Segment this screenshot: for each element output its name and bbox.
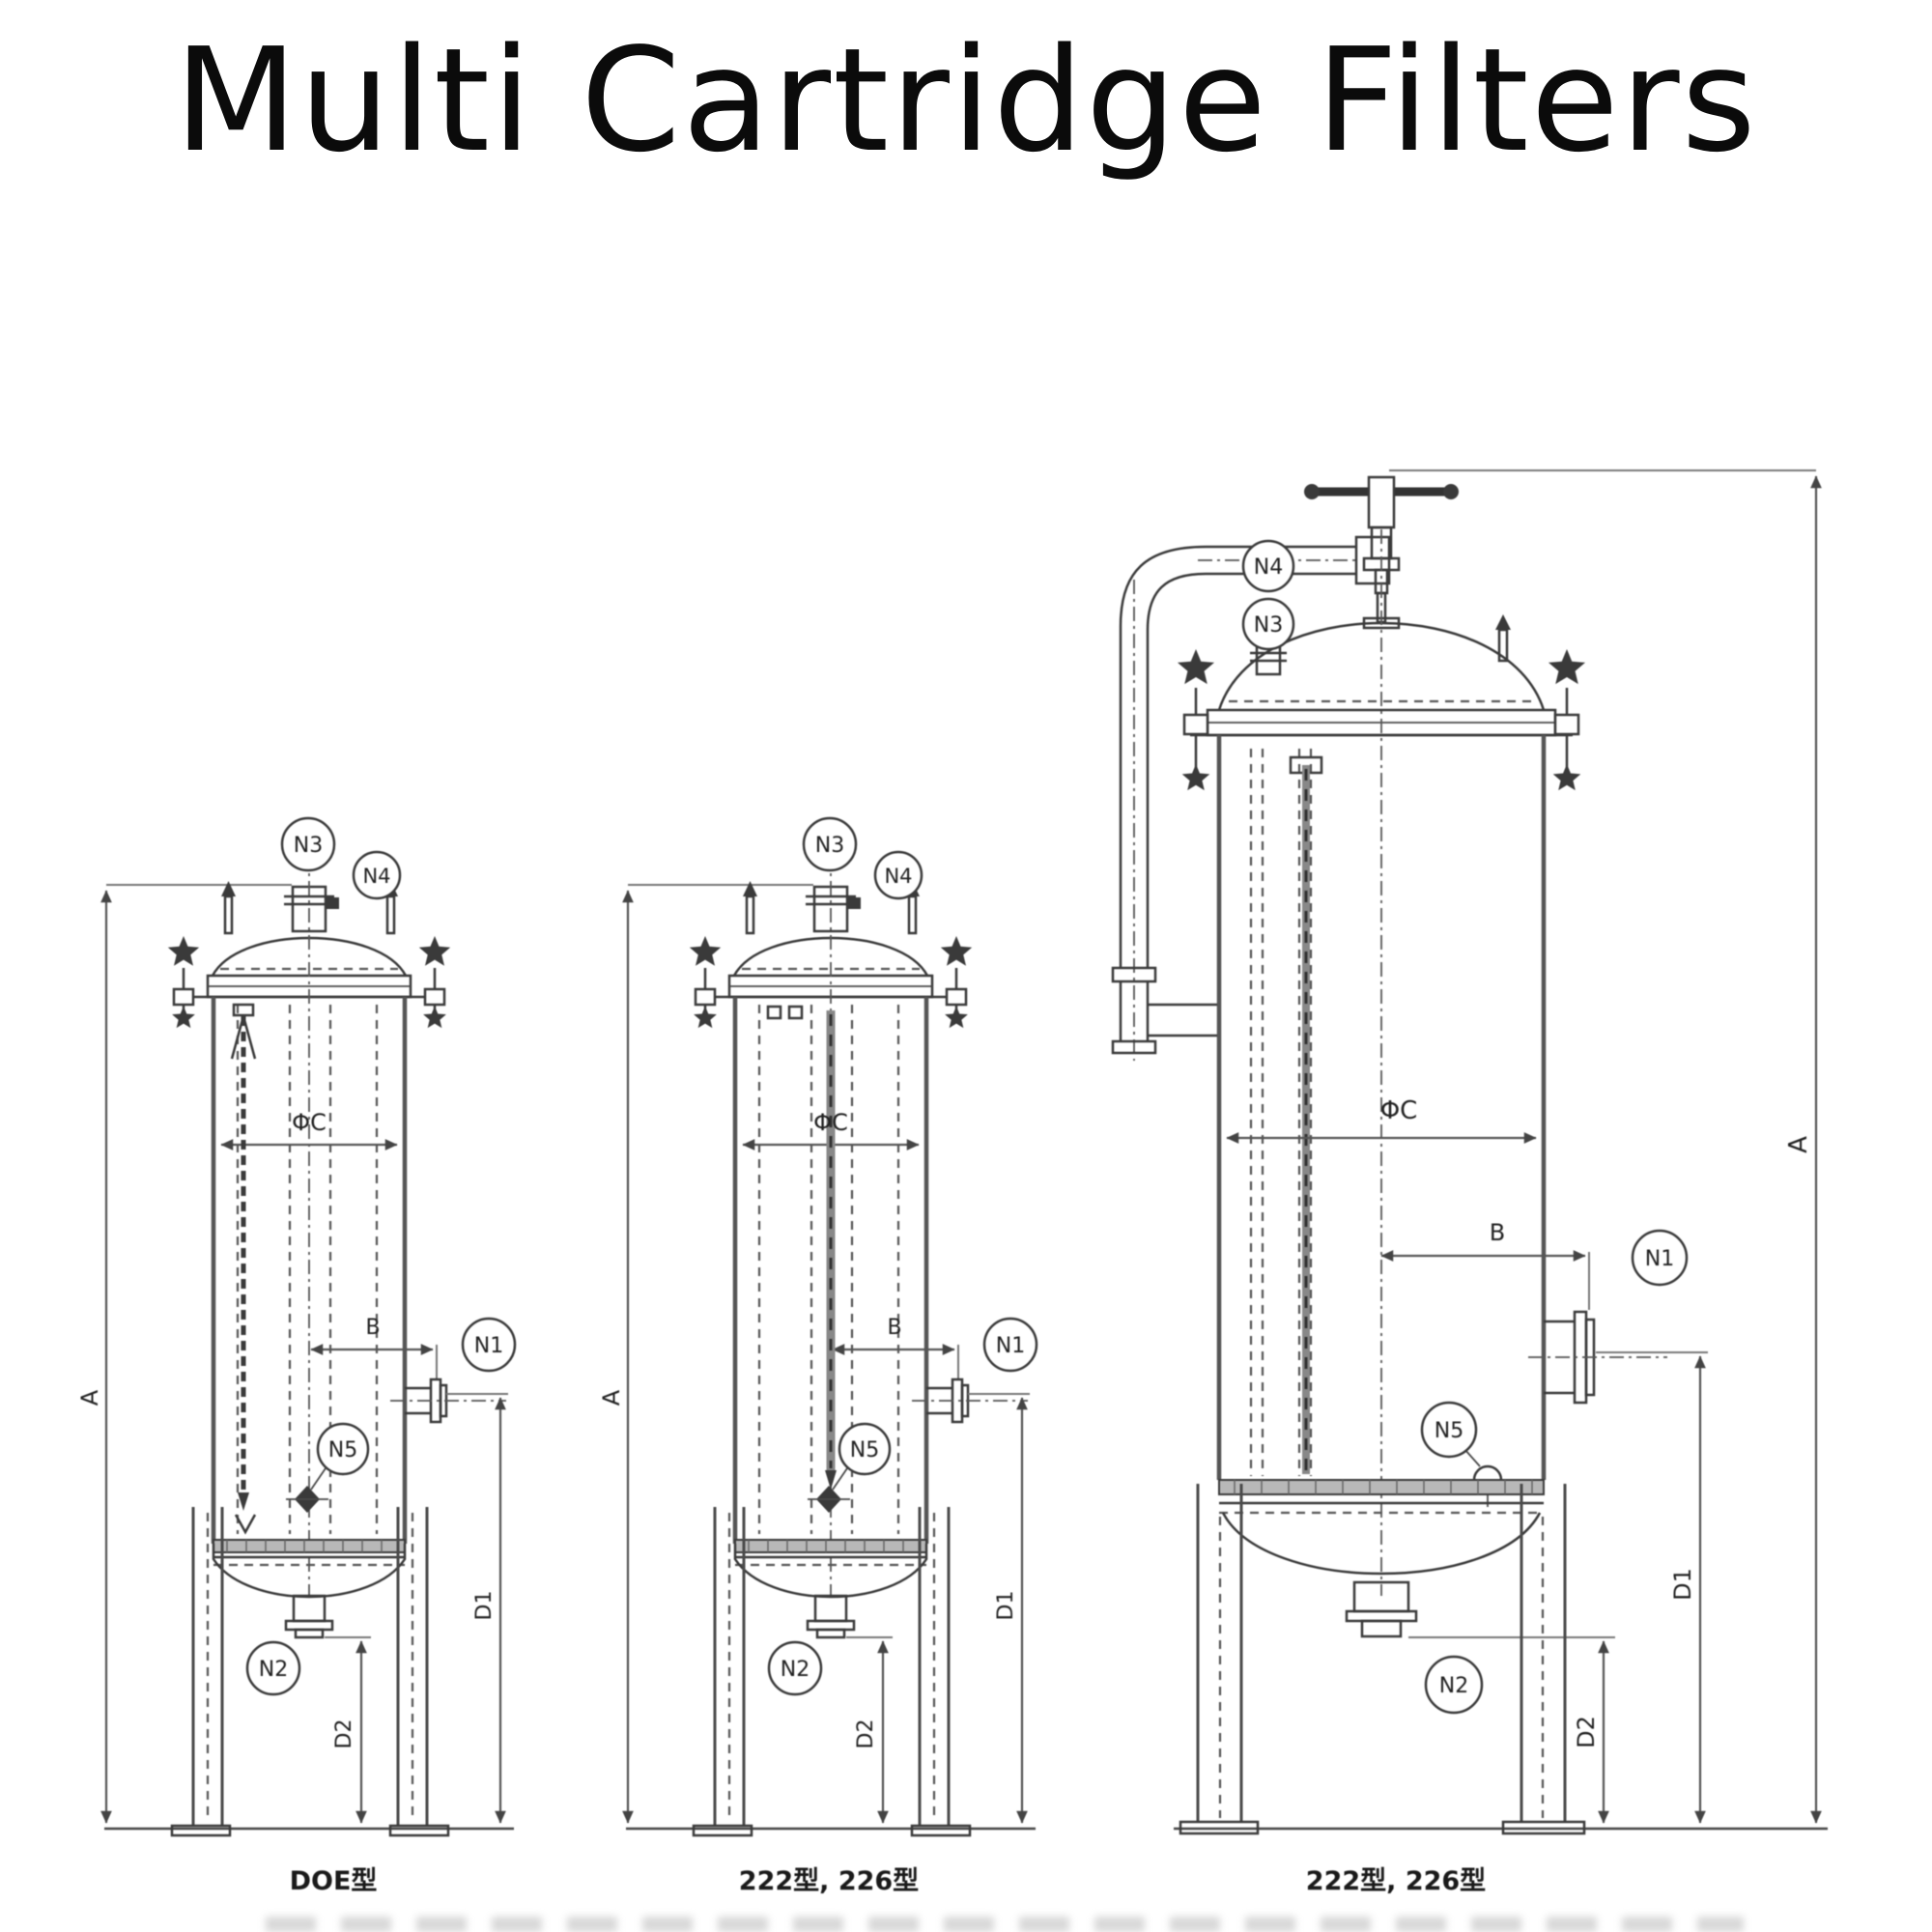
doe-internal-rod bbox=[230, 1003, 257, 1535]
n5-balloon bbox=[316, 1422, 370, 1476]
nozzle-label-n3: N3 bbox=[1254, 613, 1283, 638]
diagram-caption: DOE型 bbox=[290, 1866, 378, 1896]
dim-label-d2: D2 bbox=[1573, 1716, 1600, 1748]
nozzle-label-n1: N1 bbox=[996, 1334, 1025, 1358]
nozzle-label-n5: N5 bbox=[850, 1438, 879, 1463]
nozzle-label-n1: N1 bbox=[1645, 1247, 1674, 1271]
cut-off-text-artifact bbox=[266, 1917, 1744, 1932]
n2-balloon bbox=[1424, 1655, 1484, 1715]
dim-label-a: A bbox=[76, 1389, 103, 1406]
nozzle-label-n4: N4 bbox=[884, 865, 912, 888]
dim-label-b: B bbox=[1490, 1219, 1505, 1246]
n1-balloon bbox=[982, 1317, 1038, 1373]
nozzle-label-n2: N2 bbox=[781, 1658, 810, 1682]
n2-balloon bbox=[767, 1640, 823, 1696]
dim-label-d1: D1 bbox=[994, 1591, 1018, 1621]
n5-balloon bbox=[838, 1422, 892, 1476]
dim-label-d2: D2 bbox=[854, 1719, 878, 1749]
dim-label-b: B bbox=[887, 1316, 901, 1340]
n3-balloon bbox=[280, 816, 336, 872]
dim-label-d2: D2 bbox=[332, 1719, 356, 1749]
nozzle-label-n5: N5 bbox=[1435, 1419, 1463, 1443]
nozzle-label-n2: N2 bbox=[259, 1658, 288, 1682]
diagram-doe: N3 N4 N1 N5 N2 A B ΦC D1 D2 DOE型 bbox=[76, 816, 517, 1896]
nozzle-label-n4: N4 bbox=[1254, 555, 1283, 580]
n4-balloon bbox=[352, 850, 402, 900]
dim-label-a: A bbox=[598, 1389, 625, 1406]
dim-label-b: B bbox=[365, 1316, 380, 1340]
n1-balloon bbox=[461, 1317, 517, 1373]
n4-balloon bbox=[873, 850, 923, 900]
n3-balloon bbox=[1241, 597, 1295, 651]
nozzle-label-n1: N1 bbox=[474, 1334, 503, 1358]
diagram-222-large: N4 N3 N1 N5 N2 A B ΦC D1 D2 222型, 226型 bbox=[1111, 469, 1828, 1896]
diagram-caption: 222型, 226型 bbox=[739, 1866, 919, 1896]
nozzle-label-n4: N4 bbox=[362, 865, 390, 888]
nozzle-label-n2: N2 bbox=[1439, 1674, 1468, 1698]
nozzle-label-n3: N3 bbox=[294, 834, 323, 858]
dim-label-d1: D1 bbox=[1669, 1568, 1696, 1601]
dim-label-d1: D1 bbox=[472, 1591, 497, 1621]
dim-label-c: ΦC bbox=[292, 1109, 327, 1136]
nozzle-label-n3: N3 bbox=[815, 834, 844, 858]
dim-label-c: ΦC bbox=[813, 1109, 848, 1136]
n2-balloon bbox=[245, 1640, 301, 1696]
diagram-caption: 222型, 226型 bbox=[1306, 1866, 1486, 1896]
center-rod bbox=[766, 1005, 837, 1490]
n5-balloon bbox=[1420, 1401, 1478, 1459]
dim-label-c: ΦC bbox=[1380, 1096, 1418, 1125]
n3-balloon bbox=[802, 816, 858, 872]
nozzle-label-n5: N5 bbox=[328, 1438, 357, 1463]
diagram-222-small: N3 N4 N1 N5 N2 A B ΦC D1 D2 222型, 226型 bbox=[598, 816, 1038, 1896]
n4-balloon bbox=[1241, 539, 1295, 593]
page-title: Multi Cartridge Filters bbox=[174, 17, 1758, 184]
dim-label-a: A bbox=[1784, 1136, 1813, 1153]
n1-balloon bbox=[1631, 1229, 1689, 1287]
